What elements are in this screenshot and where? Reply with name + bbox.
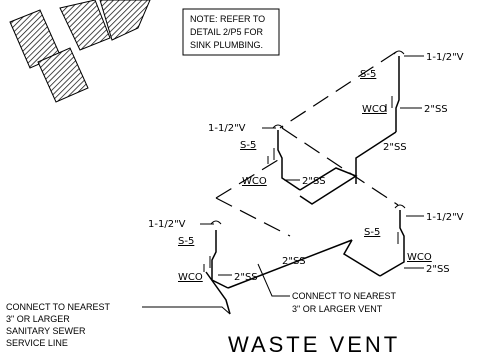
ss-label-1: 2"SS (424, 104, 448, 115)
sewer-callout-line-1: CONNECT TO NEAREST (6, 302, 111, 312)
sewer-callout-line-3: SANITARY SEWER (6, 326, 86, 336)
vent-callout-line-1: CONNECT TO NEAREST (292, 291, 397, 301)
ss-label-6: 2"SS (426, 264, 450, 275)
vent-label-3: 1-1/2"V (148, 219, 186, 230)
vent-callout: CONNECT TO NEAREST 3" OR LARGER VENT (292, 291, 397, 314)
sink-label-3: S-5 (178, 236, 194, 247)
ss-label-2: 2"SS (383, 142, 407, 153)
sewer-callout-line-2: 3" OR LARGER (6, 314, 70, 324)
waste-piping (203, 50, 406, 315)
sink-label-1: S-5 (360, 69, 376, 80)
ss-label-4: 2"SS (234, 272, 258, 283)
watermark-logo (9, 0, 151, 103)
sewer-callout: CONNECT TO NEAREST 3" OR LARGER SANITARY… (6, 302, 111, 348)
ss-label-5: 2"SS (282, 256, 306, 267)
vent-dashed-lines (215, 51, 399, 237)
wco-label-3: WCO (178, 272, 203, 283)
ss-label-3: 2"SS (302, 176, 326, 187)
note-line-2: DETAIL 2/P5 FOR (190, 27, 264, 37)
wco-label-1: WCO (362, 104, 387, 115)
note-box: NOTE: REFER TO DETAIL 2/P5 FOR SINK PLUM… (182, 8, 280, 56)
vent-label-2: 1-1/2"V (208, 123, 246, 134)
wco-label-2: WCO (242, 176, 267, 187)
vent-label-4: 1-1/2"V (426, 212, 464, 223)
wco-label-4: WCO (407, 252, 432, 263)
note-line-3: SINK PLUMBING. (190, 40, 263, 50)
drawing-title: WASTE VENT (228, 332, 400, 357)
vent-label-1: 1-1/2"V (426, 52, 464, 63)
sink-label-4: S-5 (364, 227, 380, 238)
sewer-callout-line-4: SERVICE LINE (6, 338, 68, 348)
vent-callout-line-2: 3" OR LARGER VENT (292, 304, 383, 314)
sink-label-2: S-5 (240, 140, 256, 151)
note-line-1: NOTE: REFER TO (190, 14, 265, 24)
leader-lines (142, 55, 424, 315)
